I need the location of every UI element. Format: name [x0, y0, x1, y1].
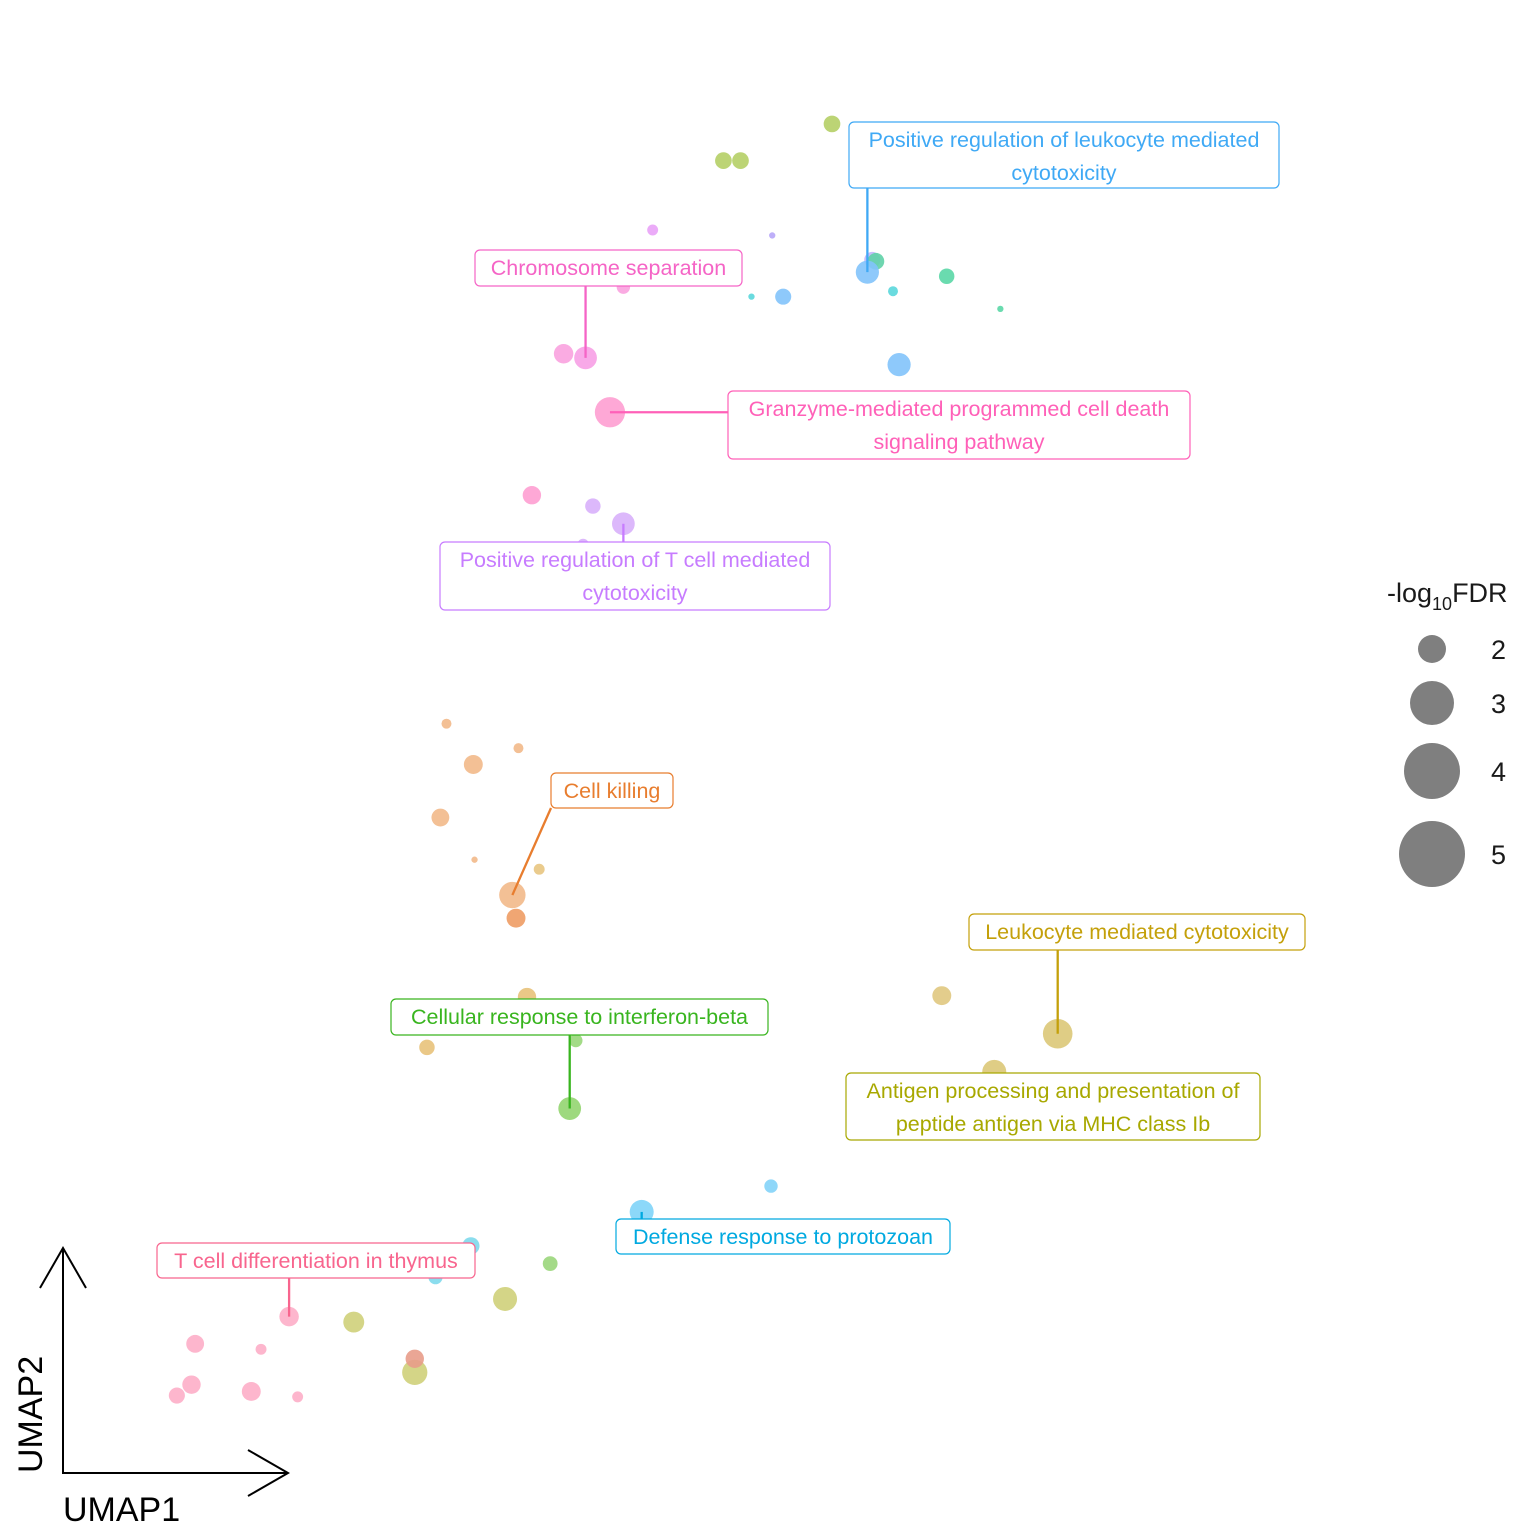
data-point — [522, 486, 542, 505]
legend-key-circle — [1418, 635, 1446, 663]
data-point — [732, 152, 749, 169]
label-thymus: T cell differentiation in thymus — [156, 1242, 476, 1317]
data-point — [255, 1343, 267, 1355]
label-text: Cellular response to interferon-beta — [411, 1005, 748, 1029]
umap-axes: UMAP1 UMAP2 — [12, 1245, 291, 1529]
data-point — [938, 268, 955, 284]
legend-key-circle — [1404, 743, 1460, 799]
data-point — [888, 286, 898, 297]
data-point — [585, 498, 601, 514]
labels-layer: Positive regulation of leukocyte mediate… — [156, 121, 1306, 1317]
label-box — [156, 1242, 476, 1279]
label-text: Positive regulation of T cell mediated — [460, 548, 811, 572]
data-point — [569, 1033, 583, 1048]
data-point — [513, 743, 524, 754]
data-point — [647, 224, 659, 236]
data-point — [775, 288, 792, 305]
data-point — [292, 1391, 304, 1403]
data-point — [629, 1199, 654, 1224]
label-tcell-cytotox: Positive regulation of T cell mediated cy… — [439, 523, 831, 611]
x-axis-arrowhead — [247, 1449, 291, 1497]
label-text: Positive regulation of leukocyte mediate… — [869, 128, 1260, 152]
label-text: Antigen processing and presentation of — [867, 1079, 1240, 1103]
data-point — [887, 353, 911, 377]
legend-key-label: 5 — [1491, 840, 1506, 870]
data-point — [241, 1381, 261, 1401]
data-point — [997, 305, 1004, 313]
size-legend: -log10FDR 2 3 4 5 — [1387, 578, 1508, 887]
label-box — [968, 913, 1306, 951]
label-granzyme: Granzyme-mediated programmed cell death s… — [609, 390, 1191, 460]
label-text: T cell differentiation in thymus — [174, 1249, 458, 1273]
data-point — [343, 1311, 365, 1333]
data-point — [748, 293, 755, 300]
data-point — [823, 115, 841, 133]
label-text: peptide antigen via MHC class Ib — [896, 1112, 1210, 1136]
label-box — [615, 1218, 951, 1255]
label-text: cytotoxicity — [1011, 161, 1116, 185]
y-axis-arrowhead — [39, 1245, 87, 1289]
label-box — [550, 772, 674, 809]
data-point — [715, 152, 732, 169]
legend-key-label: 3 — [1491, 689, 1506, 719]
data-point — [533, 863, 545, 875]
data-point — [855, 260, 879, 284]
label-text: Granzyme-mediated programmed cell death — [749, 397, 1170, 421]
label-connector — [511, 807, 553, 896]
label-leuk-pos: Positive regulation of leukocyte mediate… — [848, 121, 1280, 273]
label-interferon: Cellular response to interferon-beta — [390, 998, 769, 1109]
data-point — [506, 908, 526, 928]
label-protozoan: Defense response to protozoan — [615, 1211, 951, 1255]
data-point — [764, 1179, 778, 1193]
y-axis-title: UMAP2 — [12, 1356, 50, 1473]
label-box — [390, 998, 769, 1036]
legend-key-label: 2 — [1491, 635, 1506, 665]
points-layer — [168, 115, 1073, 1404]
label-box — [439, 541, 831, 611]
label-text: Chromosome separation — [491, 256, 726, 280]
data-point — [168, 1387, 185, 1404]
label-box — [474, 249, 743, 287]
label-text: signaling pathway — [874, 430, 1045, 454]
data-point — [402, 1359, 428, 1386]
data-point — [471, 856, 478, 863]
label-chromosome: Chromosome separation — [474, 249, 743, 358]
data-point — [463, 755, 483, 774]
legend-key-label: 4 — [1491, 757, 1506, 787]
data-point — [553, 344, 574, 364]
label-box — [727, 390, 1191, 460]
data-point — [542, 1256, 558, 1272]
data-point — [419, 1039, 435, 1056]
data-point — [769, 232, 776, 239]
legend-key-circle — [1410, 681, 1454, 725]
data-point — [405, 1349, 424, 1368]
label-text: Cell killing — [564, 779, 661, 803]
data-point — [186, 1334, 205, 1353]
label-antigen: Antigen processing and presentation of pe… — [845, 1072, 1261, 1141]
label-leuk-cyto: Leukocyte mediated cytotoxicity — [968, 913, 1306, 1034]
legend-title: -log10FDR — [1387, 578, 1508, 614]
data-point — [493, 1286, 518, 1311]
legend-entries: 2 3 4 5 — [1399, 635, 1506, 887]
data-point — [431, 808, 450, 827]
data-point — [182, 1375, 201, 1394]
label-text: Leukocyte mediated cytotoxicity — [985, 920, 1289, 944]
label-box — [845, 1072, 1261, 1141]
label-cell-killing: Cell killing — [511, 772, 674, 896]
legend-key-circle — [1399, 821, 1465, 887]
label-text: cytotoxicity — [582, 581, 687, 605]
label-text: Defense response to protozoan — [633, 1225, 933, 1249]
data-point — [441, 718, 452, 729]
data-point — [932, 986, 952, 1006]
x-axis-title: UMAP1 — [63, 1491, 180, 1529]
label-box — [848, 121, 1280, 189]
